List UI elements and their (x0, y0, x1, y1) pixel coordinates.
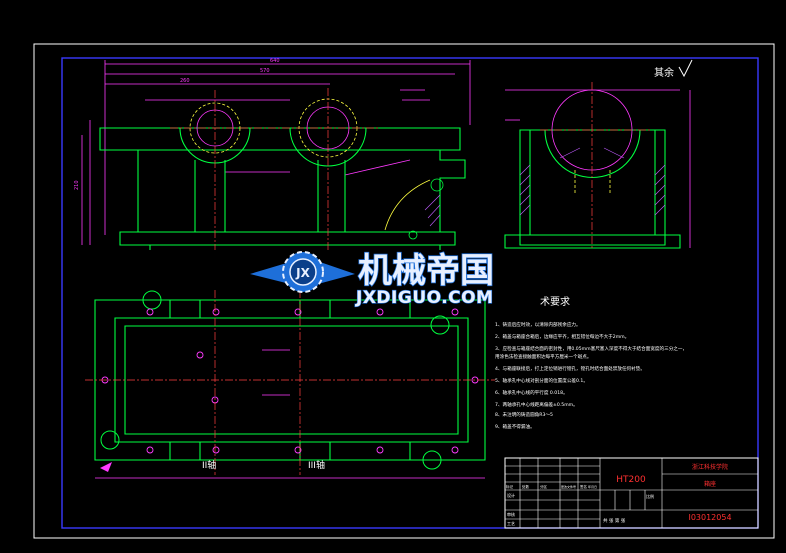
tech-req-item: 9、箱盖不得漏油。 (495, 423, 535, 430)
tech-req-item: 4、与箱座联接后，打上定位销进行镗孔，镗孔时结合面处禁放任何衬垫。 (495, 365, 645, 372)
logo-emblem-letters: JX (295, 266, 310, 280)
title-school: 浙江科技学院 (692, 463, 728, 471)
side-section-view (504, 82, 691, 250)
tech-requirements: 术要求 1、铸造后应时效，以清除内部残余应力。 2、箱盖与箱座合箱后，边缘应平齐… (495, 296, 687, 430)
title-row-label: 设计 (507, 492, 515, 498)
tech-req-item: 3、应检查与箱座结合面的密封性，用0.05mm塞尺塞入深度不得大于结合面宽度的三… (495, 345, 687, 352)
title-col-label: 标记 (506, 484, 514, 489)
tech-req-item: 7、两轴承孔中心线距离偏差±0.5mm。 (495, 401, 578, 408)
title-part-name: 箱座 (704, 480, 716, 488)
svg-text:640: 640 (270, 58, 280, 64)
title-material: HT200 (616, 475, 646, 485)
logo-name-en: JXDIGUO.COM (355, 288, 494, 308)
logo-watermark: JX 机械帝国 JXDIGUO.COM (250, 250, 495, 309)
roughness-mark: 其余 (654, 59, 693, 79)
title-col-label: 处数 (522, 484, 530, 489)
title-col-label: 分区 (540, 484, 548, 489)
svg-text:570: 570 (260, 68, 270, 74)
bearing-label-right: III轴 (308, 459, 325, 471)
tech-req-item: 2、箱盖与箱座合箱后，边缘应平齐，相互错位每边不大于2mm。 (495, 333, 629, 340)
outer-frame (33, 43, 775, 539)
title-row-label: 审核 (507, 511, 515, 517)
title-col-label: 签名 (580, 484, 587, 489)
title-scale-label: 比例 (646, 493, 654, 499)
front-view: 640 570 260 210 (74, 58, 471, 250)
tech-req-item: 6、轴承孔中心线的平行度 0.018。 (495, 389, 568, 396)
callout-arrow-icon (100, 462, 112, 472)
roughness-symbol-icon (678, 59, 693, 78)
title-col-label: 更改文件号 (561, 484, 576, 489)
inner-frame (61, 57, 759, 529)
title-col-label: 年月日 (588, 484, 597, 489)
title-sheet-label: 共 张 第 张 (603, 517, 626, 524)
svg-text:210: 210 (74, 180, 80, 190)
tech-req-item: 5、轴承孔中心线对剖分面的位置度公差0.1。 (495, 377, 588, 384)
tech-req-item: 1、铸造后应时效，以清除内部残余应力。 (495, 321, 581, 328)
tech-req-item: 8、未注明的铸造圆角R3～5 (495, 411, 553, 418)
title-drawing-no: I03012054 (688, 513, 731, 522)
plan-view: II轴 III轴 (85, 290, 495, 479)
title-block: HT200 浙江科技学院 箱座 I03012054 比例 共 张 第 张 设计 … (504, 457, 759, 529)
title-row-label: 工艺 (507, 521, 515, 526)
tech-requirements-heading: 术要求 (540, 296, 570, 308)
tech-req-item: 用涂色法检查接触面积达每平方厘米一个斑点。 (495, 353, 591, 360)
logo-name-cn: 机械帝国 (358, 251, 494, 291)
bearing-label-left: II轴 (202, 459, 216, 471)
svg-text:260: 260 (180, 78, 190, 84)
roughness-mark-label: 其余 (654, 66, 674, 79)
